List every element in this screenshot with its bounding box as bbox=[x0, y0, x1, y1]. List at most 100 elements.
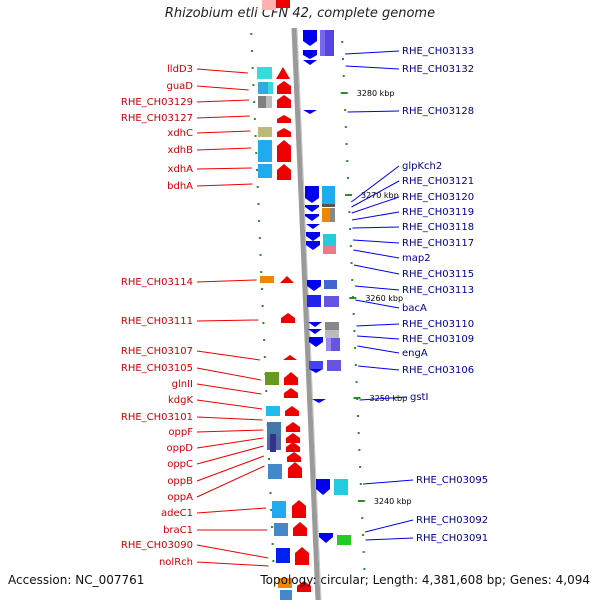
gene-label[interactable]: RHE_CH03106 bbox=[402, 365, 474, 376]
gene-arrow[interactable] bbox=[286, 442, 300, 452]
gene-box[interactable] bbox=[258, 164, 272, 178]
gene-arrow[interactable] bbox=[276, 67, 290, 79]
gene-arrow[interactable] bbox=[283, 355, 297, 360]
gene-label[interactable]: RHE_CH03091 bbox=[416, 533, 488, 544]
gene-arrow[interactable] bbox=[303, 30, 317, 46]
gene-label[interactable]: nolRch bbox=[159, 557, 193, 568]
gene-box[interactable] bbox=[274, 523, 288, 536]
gene-arrow[interactable] bbox=[277, 81, 291, 94]
gene-arrow[interactable] bbox=[284, 388, 298, 398]
gene-label[interactable]: RHE_CH03111 bbox=[121, 316, 193, 327]
gene-box[interactable] bbox=[272, 501, 286, 518]
gene-arrow[interactable] bbox=[284, 372, 298, 385]
gene-box[interactable] bbox=[270, 434, 276, 452]
gene-label[interactable]: bdhA bbox=[167, 181, 193, 192]
gene-box[interactable] bbox=[307, 295, 321, 307]
gene-arrow[interactable] bbox=[305, 214, 319, 221]
gene-label[interactable]: oppA bbox=[167, 492, 193, 503]
gene-arrow[interactable] bbox=[312, 399, 326, 403]
gene-box[interactable] bbox=[320, 30, 325, 56]
gene-arrow[interactable] bbox=[319, 533, 333, 543]
gene-label[interactable]: RHE_CH03127 bbox=[121, 113, 193, 124]
gene-label[interactable]: RHE_CH03128 bbox=[402, 106, 474, 117]
gene-box[interactable] bbox=[260, 276, 274, 283]
gene-box[interactable] bbox=[325, 322, 339, 330]
gene-box[interactable] bbox=[322, 204, 335, 207]
gene-label[interactable]: RHE_CH03107 bbox=[121, 346, 193, 357]
gene-box[interactable] bbox=[322, 186, 335, 204]
gene-arrow[interactable] bbox=[286, 422, 300, 432]
gene-box[interactable] bbox=[268, 464, 282, 479]
gene-arrow[interactable] bbox=[277, 95, 291, 108]
gene-label[interactable]: RHE_CH03119 bbox=[402, 207, 474, 218]
gene-arrow[interactable] bbox=[286, 433, 300, 443]
gene-box[interactable] bbox=[265, 372, 279, 385]
gene-arrow[interactable] bbox=[308, 322, 322, 327]
gene-label[interactable]: RHE_CH03133 bbox=[402, 46, 474, 57]
gene-box[interactable] bbox=[325, 330, 339, 338]
gene-label[interactable]: glnII bbox=[172, 379, 193, 390]
gene-box[interactable] bbox=[276, 548, 290, 563]
gene-arrow[interactable] bbox=[309, 369, 323, 373]
gene-label[interactable]: oppD bbox=[166, 443, 193, 454]
gene-box[interactable] bbox=[266, 406, 280, 416]
gene-box[interactable] bbox=[262, 0, 276, 10]
gene-arrow[interactable] bbox=[305, 205, 319, 212]
gene-arrow[interactable] bbox=[316, 479, 330, 495]
gene-label[interactable]: RHE_CH03118 bbox=[402, 222, 474, 233]
gene-label[interactable]: xdhC bbox=[167, 128, 193, 139]
gene-label[interactable]: RHE_CH03105 bbox=[121, 363, 193, 374]
gene-label[interactable]: RHE_CH03095 bbox=[416, 475, 488, 486]
gene-label[interactable]: RHE_CH03114 bbox=[121, 277, 193, 288]
gene-label[interactable]: RHE_CH03110 bbox=[402, 319, 474, 330]
gene-label[interactable]: oppC bbox=[167, 459, 193, 470]
gene-label[interactable]: RHE_CH03121 bbox=[402, 176, 474, 187]
gene-arrow[interactable] bbox=[306, 232, 320, 241]
gene-arrow[interactable] bbox=[303, 110, 317, 114]
gene-label[interactable]: adeC1 bbox=[161, 508, 193, 519]
gene-label[interactable]: RHE_CH03120 bbox=[402, 192, 474, 203]
gene-box[interactable] bbox=[327, 360, 341, 371]
gene-box[interactable] bbox=[323, 245, 336, 254]
gene-box[interactable] bbox=[258, 140, 272, 162]
gene-label[interactable]: guaD bbox=[166, 81, 193, 92]
gene-arrow[interactable] bbox=[295, 547, 309, 565]
gene-box[interactable] bbox=[278, 578, 292, 588]
gene-box[interactable] bbox=[324, 296, 339, 307]
gene-label[interactable]: oppF bbox=[168, 427, 193, 438]
gene-box[interactable] bbox=[257, 67, 272, 79]
gene-box[interactable] bbox=[266, 96, 272, 108]
gene-arrow[interactable] bbox=[303, 60, 317, 65]
gene-arrow[interactable] bbox=[288, 462, 302, 478]
gene-arrow[interactable] bbox=[277, 140, 291, 162]
gene-label[interactable]: xdhA bbox=[168, 164, 194, 175]
gene-arrow[interactable] bbox=[307, 280, 321, 291]
gene-arrow[interactable] bbox=[277, 128, 291, 137]
gene-label[interactable]: RHE_CH03109 bbox=[402, 334, 474, 345]
gene-box[interactable] bbox=[309, 361, 323, 369]
gene-label[interactable]: RHE_CH03092 bbox=[416, 515, 488, 526]
gene-label[interactable]: xdhB bbox=[168, 145, 194, 156]
gene-label[interactable]: lldD3 bbox=[167, 64, 193, 75]
gene-box[interactable] bbox=[323, 234, 336, 245]
gene-box[interactable] bbox=[330, 208, 335, 222]
gene-label[interactable]: oppB bbox=[167, 476, 193, 487]
gene-label[interactable]: RHE_CH03132 bbox=[402, 64, 474, 75]
gene-arrow[interactable] bbox=[297, 581, 311, 592]
gene-label[interactable]: kdgK bbox=[168, 395, 193, 406]
gene-box[interactable] bbox=[258, 127, 272, 137]
gene-label[interactable]: braC1 bbox=[163, 525, 193, 536]
gene-box[interactable] bbox=[324, 280, 337, 289]
gene-arrow[interactable] bbox=[305, 186, 319, 203]
gene-label[interactable]: RHE_CH03090 bbox=[121, 540, 193, 551]
gene-arrow[interactable] bbox=[280, 276, 294, 283]
gene-arrow[interactable] bbox=[276, 0, 290, 8]
gene-arrow[interactable] bbox=[281, 313, 295, 323]
gene-label[interactable]: RHE_CH03101 bbox=[121, 412, 193, 423]
gene-label[interactable]: bacA bbox=[402, 303, 427, 314]
gene-box[interactable] bbox=[326, 338, 331, 351]
gene-arrow[interactable] bbox=[292, 500, 306, 518]
gene-arrow[interactable] bbox=[293, 522, 307, 536]
gene-arrow[interactable] bbox=[303, 50, 317, 59]
gene-arrow[interactable] bbox=[277, 115, 291, 123]
